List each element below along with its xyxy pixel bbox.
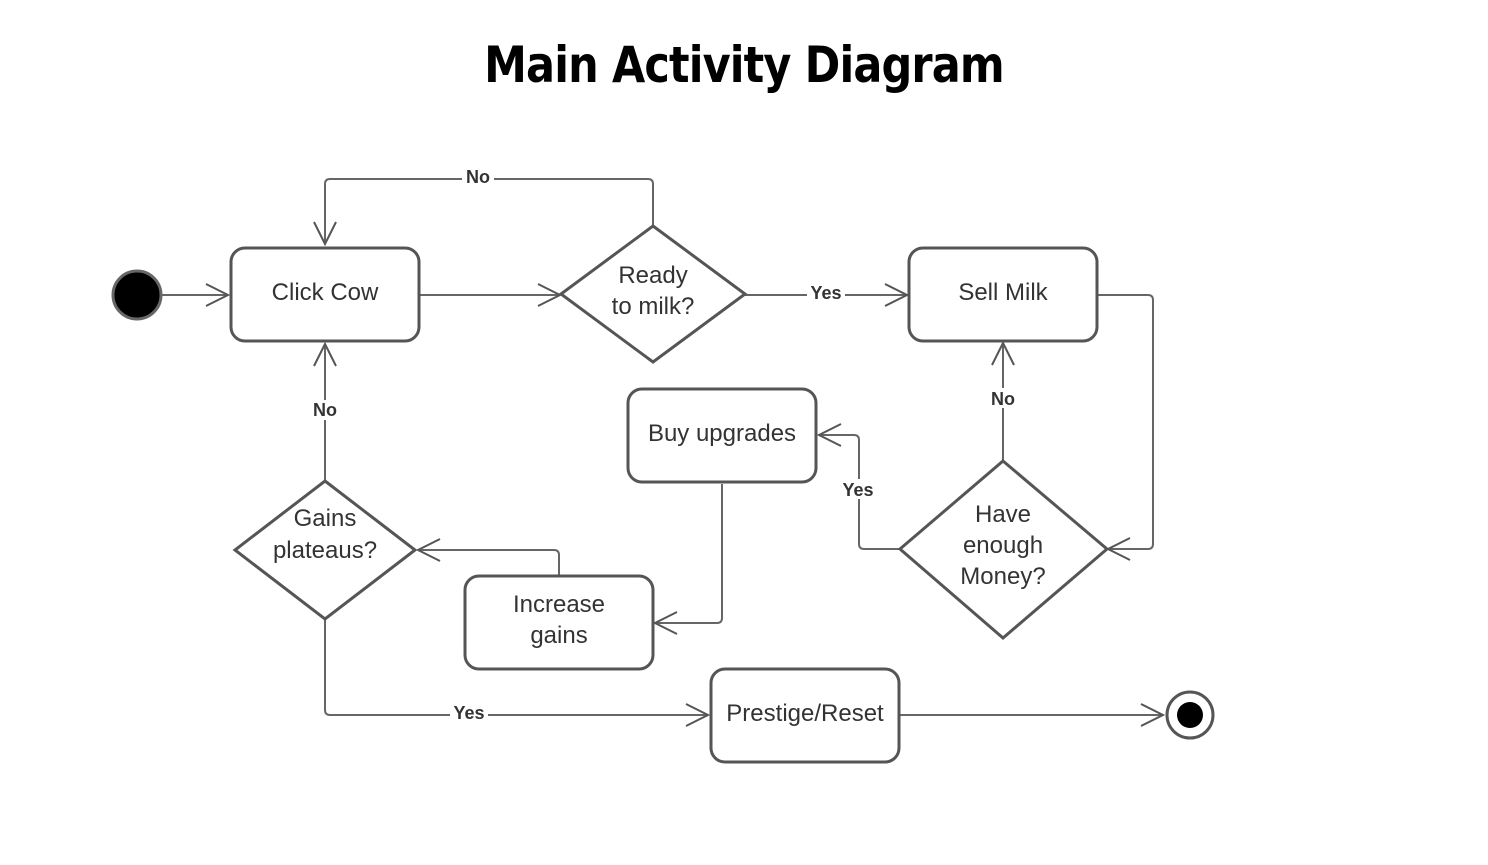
node-label-line: Gains [294, 505, 357, 532]
node-label-line: gains [530, 622, 587, 649]
arrowhead [816, 423, 842, 447]
node-ready-to-milk: Ready to milk? [558, 224, 748, 364]
arrowhead [415, 538, 441, 562]
node-have-enough-money: Have enough Money? [897, 459, 1110, 640]
edge-label-money-no: No [991, 389, 1015, 409]
node-buy-upgrades: Buy upgrades [626, 387, 818, 484]
arrowhead [991, 340, 1015, 366]
edge-labels: No Yes No Yes No Yes [309, 167, 1019, 723]
edge-label-ready-no: No [466, 167, 490, 187]
end-node [1165, 690, 1215, 740]
node-increase-gains: Increase gains [463, 574, 655, 671]
edge-label-plateau-no: No [313, 400, 337, 420]
node-label-line: Ready [618, 262, 687, 289]
node-label-line: Increase [513, 591, 605, 618]
node-sell-milk: Sell Milk [907, 246, 1099, 343]
arrowhead [313, 221, 337, 247]
edge-label-ready-yes: Yes [810, 283, 841, 303]
arrowhead [205, 283, 231, 307]
arrowhead [313, 341, 337, 367]
edge-increase-gains-to-plateau [418, 549, 560, 576]
node-label-line: plateaus? [273, 537, 377, 564]
node-label: Buy upgrades [648, 420, 796, 447]
node-label: Prestige/Reset [726, 700, 884, 727]
arrowhead [652, 611, 678, 635]
edge-ready-no-loop [324, 178, 654, 244]
edge-label-money-yes: Yes [842, 480, 873, 500]
node-label: Click Cow [272, 279, 379, 306]
arrowhead [1140, 703, 1166, 727]
edge-buy-upgrades-to-increase-gains [655, 484, 723, 624]
edge-label-plateau-yes: Yes [453, 703, 484, 723]
node-click-cow: Click Cow [229, 246, 421, 343]
page-title: Main Activity Diagram [484, 36, 1005, 94]
edge-sell-milk-to-money [1098, 294, 1154, 550]
node-label-line: enough [963, 532, 1043, 559]
node-label-line: Money? [960, 563, 1045, 590]
arrowhead [884, 283, 910, 307]
arrowhead [685, 703, 711, 727]
start-node [111, 269, 163, 321]
node-label-line: to milk? [612, 293, 695, 320]
node-label: Sell Milk [958, 279, 1048, 306]
node-prestige-reset: Prestige/Reset [709, 667, 901, 764]
edge-plateau-yes-to-prestige [324, 619, 708, 716]
node-gains-plateaus: Gains plateaus? [232, 479, 418, 621]
node-label-line: Have [975, 501, 1031, 528]
